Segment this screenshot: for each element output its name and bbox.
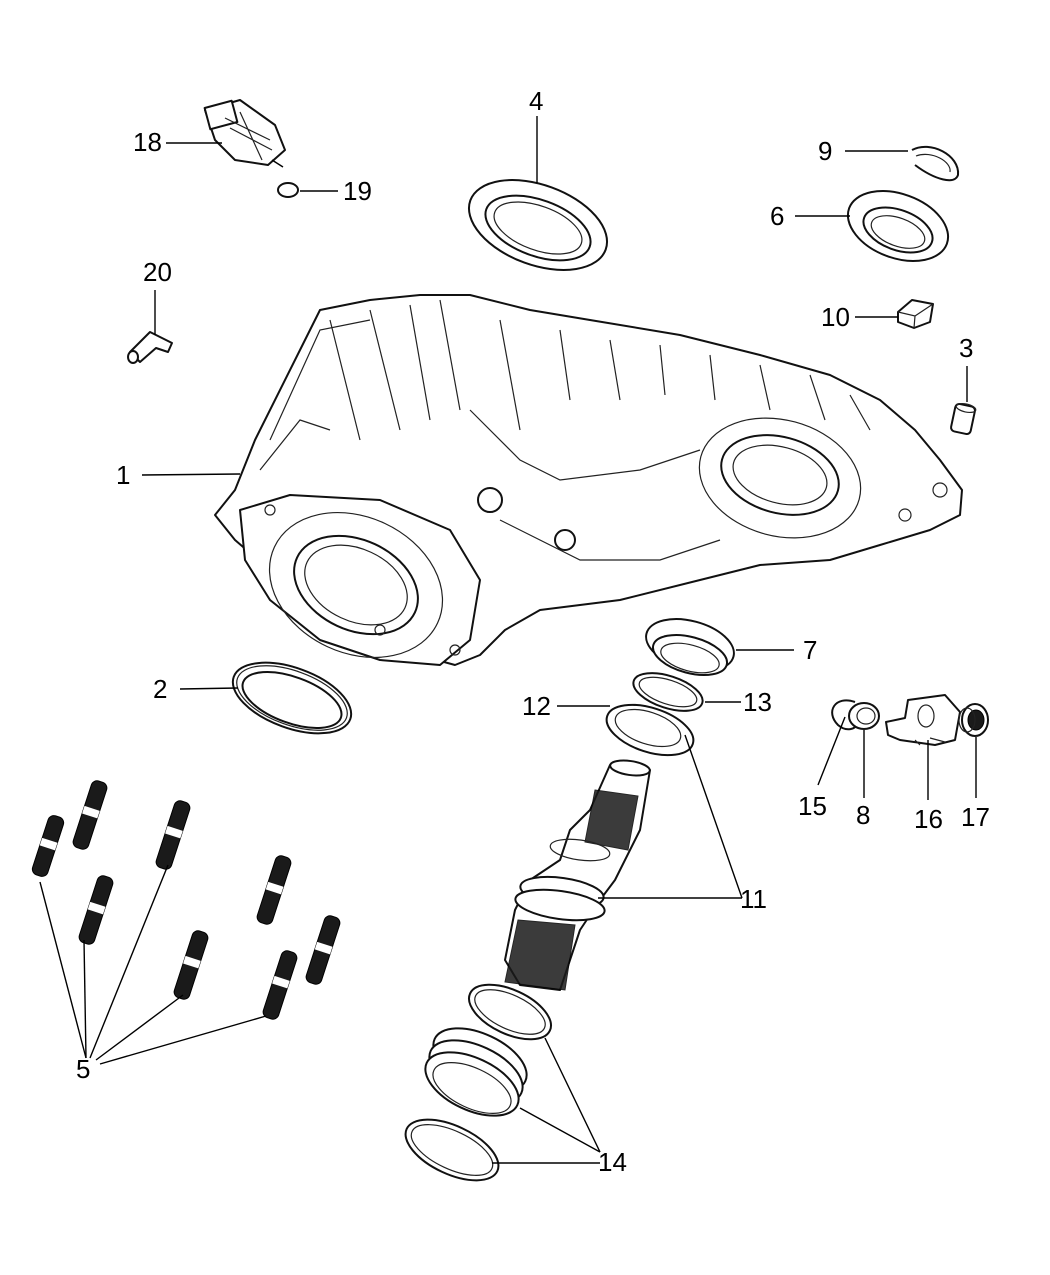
- callout-13: 13: [743, 687, 772, 717]
- part-11-output-shaft[interactable]: [504, 758, 651, 991]
- stud-7: [305, 915, 341, 985]
- leader-lines: [39, 116, 977, 1164]
- callout-20: 20: [143, 257, 172, 287]
- part-1-transfer-case-housing[interactable]: [214, 294, 963, 685]
- stud-5: [256, 855, 292, 925]
- callout-labels: 1 2 3 4 5 6 7 8 9 10 11 12 13 14 15 16 1…: [76, 86, 990, 1177]
- part-7-seal[interactable]: [640, 610, 739, 682]
- callout-4: 4: [529, 86, 543, 116]
- stud-4: [78, 875, 114, 945]
- callout-18: 18: [133, 127, 162, 157]
- callout-5: 5: [76, 1054, 90, 1084]
- callout-17: 17: [961, 802, 990, 832]
- callout-3: 3: [959, 333, 973, 363]
- part-12-ring[interactable]: [600, 695, 699, 765]
- stud-1: [31, 815, 65, 877]
- callout-6: 6: [770, 201, 784, 231]
- callout-10: 10: [821, 302, 850, 332]
- stud-2: [72, 780, 108, 850]
- part-4-bearing[interactable]: [457, 163, 620, 287]
- stud-6: [173, 930, 209, 1000]
- callout-19: 19: [343, 176, 372, 206]
- callout-7: 7: [803, 635, 817, 665]
- part-20-elbow-fitting[interactable]: [127, 331, 173, 364]
- part-19-o-ring[interactable]: [277, 182, 299, 198]
- callout-9: 9: [818, 136, 832, 166]
- part-6-bearing[interactable]: [838, 178, 958, 274]
- part-14-seal-rings[interactable]: [397, 973, 560, 1192]
- part-5-studs[interactable]: [31, 779, 342, 1021]
- callout-2: 2: [153, 674, 167, 704]
- part-2-seal[interactable]: [223, 649, 360, 748]
- callout-11: 11: [740, 884, 767, 914]
- callout-14: 14: [598, 1147, 627, 1177]
- part-8-seal[interactable]: [848, 702, 880, 730]
- stud-8: [262, 950, 298, 1020]
- part-10-block[interactable]: [897, 299, 934, 329]
- part-16-sensor[interactable]: [885, 694, 961, 746]
- callout-16: 16: [914, 804, 943, 834]
- callout-15: 15: [798, 791, 827, 821]
- callout-12: 12: [522, 691, 551, 721]
- callout-1: 1: [116, 460, 130, 490]
- part-3-dowel-pin[interactable]: [950, 402, 977, 436]
- part-17-seal[interactable]: [958, 703, 989, 737]
- callout-8: 8: [856, 800, 870, 830]
- part-18-switch[interactable]: [203, 99, 286, 168]
- part-9-snap-ring[interactable]: [911, 145, 960, 182]
- stud-3: [155, 800, 191, 870]
- part-13-ring[interactable]: [629, 666, 707, 719]
